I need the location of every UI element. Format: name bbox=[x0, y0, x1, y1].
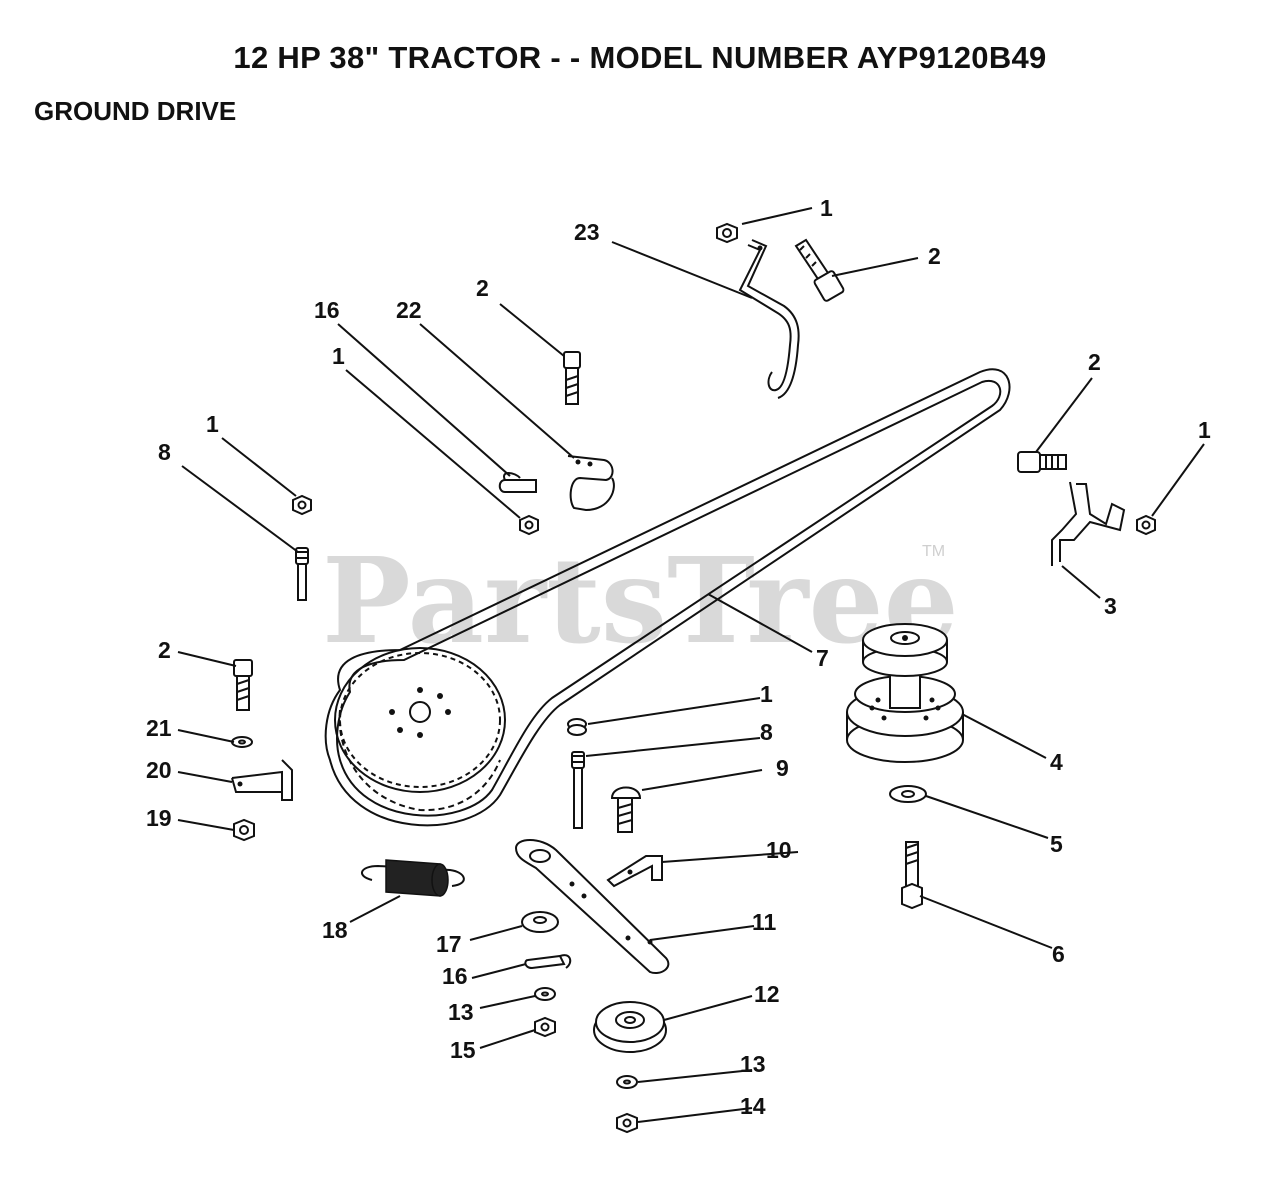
bracket-part-22 bbox=[567, 455, 615, 512]
callout-1: 1 bbox=[1198, 417, 1211, 443]
bolt-part-6 bbox=[901, 841, 923, 910]
callout-6: 6 bbox=[1052, 941, 1065, 967]
stud-part-8-lower bbox=[571, 751, 585, 829]
callout-18: 18 bbox=[322, 917, 348, 943]
callout-12: 12 bbox=[754, 981, 780, 1007]
callout-1: 1 bbox=[206, 411, 219, 437]
callout-4: 4 bbox=[1050, 749, 1063, 775]
callout-7: 7 bbox=[816, 645, 829, 671]
callout-13: 13 bbox=[448, 999, 474, 1025]
belt-part-7 bbox=[324, 368, 1011, 827]
callout-1: 1 bbox=[332, 343, 345, 369]
washer-part-13-lower bbox=[616, 1075, 638, 1089]
leader-lines bbox=[177, 207, 1205, 1123]
stud-part-8-left bbox=[295, 547, 309, 601]
callout-11: 11 bbox=[752, 909, 777, 935]
clip-part-16-bottom bbox=[524, 954, 572, 970]
callout-13: 13 bbox=[740, 1051, 766, 1077]
callout-8: 8 bbox=[158, 439, 171, 465]
bolt-part-2-top bbox=[794, 238, 845, 302]
bolt-part-2-right bbox=[1017, 451, 1067, 473]
rod-part-3 bbox=[1051, 481, 1126, 566]
callout-1: 1 bbox=[820, 195, 833, 221]
nut-part-19 bbox=[233, 818, 255, 842]
callout-8: 8 bbox=[760, 719, 773, 745]
bracket-part-20 bbox=[231, 759, 293, 801]
nut-part-1-left bbox=[292, 494, 312, 516]
callout-9: 9 bbox=[776, 755, 789, 781]
callout-10: 10 bbox=[766, 837, 792, 863]
callout-2: 2 bbox=[1088, 349, 1101, 375]
washer-part-13-upper bbox=[534, 987, 556, 1001]
callout-19: 19 bbox=[146, 805, 172, 831]
spring-part-18 bbox=[361, 859, 465, 897]
callout-3: 3 bbox=[1104, 593, 1117, 619]
callout-20: 20 bbox=[146, 757, 172, 783]
bracket-part-10 bbox=[606, 855, 663, 888]
watermark-tm: TM bbox=[922, 543, 945, 560]
nut-part-1-center bbox=[519, 514, 539, 536]
bolt-part-9 bbox=[610, 786, 642, 833]
callout-22: 22 bbox=[396, 297, 422, 323]
washer-part-5 bbox=[889, 785, 927, 803]
pulley-part-4 bbox=[846, 623, 964, 763]
section-title: GROUND DRIVE bbox=[34, 96, 237, 126]
callout-5: 5 bbox=[1050, 831, 1063, 857]
clip-part-16-top bbox=[498, 472, 537, 493]
nut-part-1-right bbox=[1136, 514, 1156, 536]
bolt-part-2-left bbox=[233, 659, 253, 711]
callout-2: 2 bbox=[476, 275, 489, 301]
nut-part-1-lower bbox=[567, 718, 587, 736]
callout-1: 1 bbox=[760, 681, 773, 707]
pulley-part-12 bbox=[593, 1001, 667, 1053]
callout-2: 2 bbox=[158, 637, 171, 663]
callout-16: 16 bbox=[314, 297, 340, 323]
callout-15: 15 bbox=[450, 1037, 476, 1063]
callout-labels: 1 23 2 2 16 22 1 1 8 2 1 3 7 2 21 20 19 … bbox=[146, 195, 1211, 1119]
washer-part-17 bbox=[521, 911, 559, 933]
callout-21: 21 bbox=[146, 715, 172, 741]
nut-part-15 bbox=[534, 1016, 556, 1038]
page-title: 12 HP 38" TRACTOR - - MODEL NUMBER AYP91… bbox=[233, 40, 1047, 75]
callout-14: 14 bbox=[740, 1093, 766, 1119]
callout-16: 16 bbox=[442, 963, 468, 989]
bolt-part-2-center bbox=[563, 351, 581, 405]
idler-arm-part-11 bbox=[514, 839, 670, 974]
washer-part-21 bbox=[231, 736, 253, 748]
nut-part-14 bbox=[616, 1112, 638, 1134]
callout-2: 2 bbox=[928, 243, 941, 269]
callout-23: 23 bbox=[574, 219, 600, 245]
nut-part-1-top bbox=[716, 222, 738, 244]
watermark-text: PartsTree bbox=[322, 531, 959, 670]
callout-17: 17 bbox=[436, 931, 462, 957]
bracket-part-23 bbox=[738, 239, 800, 399]
